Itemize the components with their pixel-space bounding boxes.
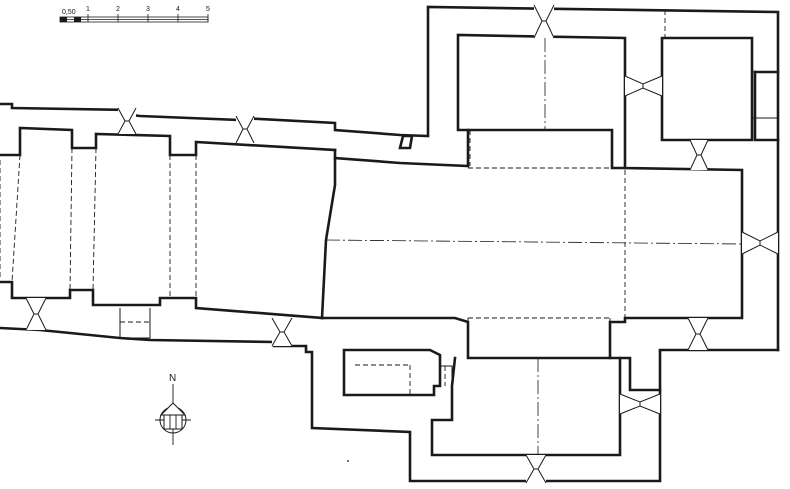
scale-tick-1: 1 [86, 6, 90, 13]
embrasure-east-3 [619, 393, 661, 415]
embrasure-north-1 [117, 107, 137, 135]
embrasure-east-2 [741, 231, 779, 255]
scale-tick-4: 4 [176, 6, 180, 13]
embrasures [25, 4, 779, 484]
north-arrow-icon: N [155, 373, 191, 445]
west-wing-rooms [0, 126, 337, 339]
embrasure-north-4 [689, 139, 709, 171]
embrasure-east-1 [624, 75, 663, 97]
embrasure-south-4 [525, 454, 547, 484]
central-hall [320, 33, 744, 470]
south-rooms [342, 348, 662, 457]
scale-tick-3: 3 [146, 6, 150, 13]
scale-tick-0: 0,50 [62, 9, 76, 16]
scale-tick-5: 5 [206, 6, 210, 13]
embrasure-south-1 [25, 297, 47, 331]
north-east-tower [660, 10, 778, 142]
embrasure-south-3 [687, 317, 709, 351]
scale-tick-2: 2 [116, 6, 120, 13]
embrasure-south-2 [271, 317, 293, 347]
scale-bar: 0,50 1 2 3 4 5 [59, 6, 210, 23]
embrasure-north-3 [533, 4, 555, 39]
embrasure-north-2 [235, 115, 255, 144]
north-label: N [169, 373, 176, 384]
